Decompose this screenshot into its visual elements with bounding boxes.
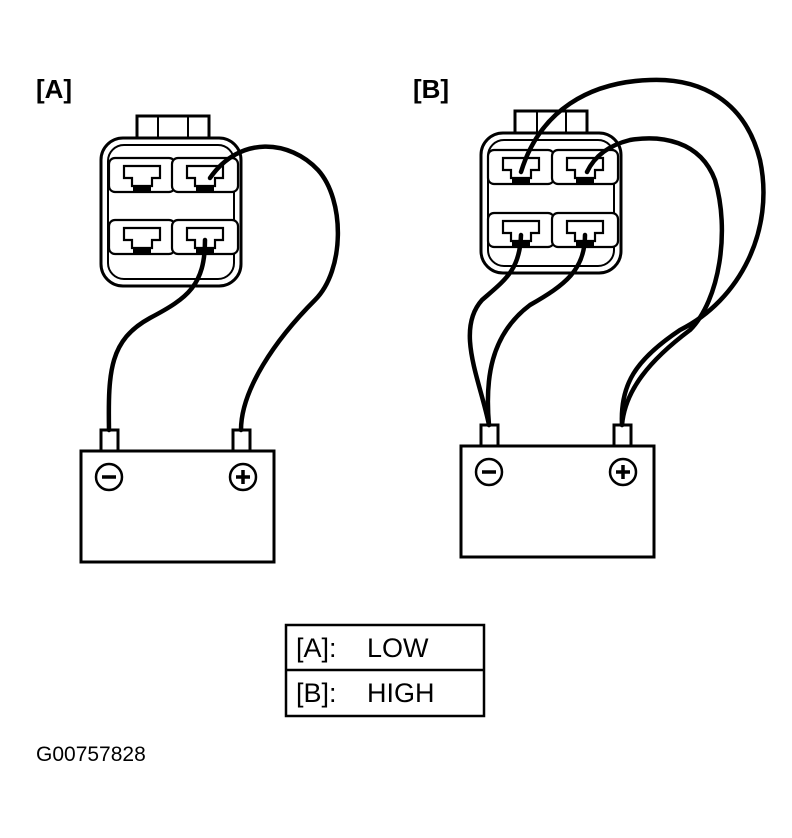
panel-b-pin-top-right (550, 148, 620, 186)
panel-a-pin-top-left (107, 156, 177, 194)
panel-b-label: [B] (413, 74, 449, 104)
panel-a-pin-bottom-left (107, 218, 177, 256)
figure-code: G00757828 (36, 743, 146, 766)
panel-a-connector (99, 114, 243, 288)
legend-value-low: LOW (367, 633, 429, 663)
panel-b-battery (459, 423, 656, 559)
panel-a-wires (106, 144, 341, 433)
panel-a-battery (79, 428, 276, 564)
panel-a-pin-top-right (170, 156, 240, 194)
legend-value-high: HIGH (367, 678, 435, 708)
panel-a-label: [A] (36, 74, 72, 104)
legend-key-b: [B]: (296, 678, 337, 708)
legend-table: [A]: LOW [B]: HIGH (284, 623, 486, 718)
legend-key-a: [A]: (296, 633, 337, 663)
panel-b-wires (467, 77, 766, 428)
panel-b-connector (479, 109, 623, 275)
